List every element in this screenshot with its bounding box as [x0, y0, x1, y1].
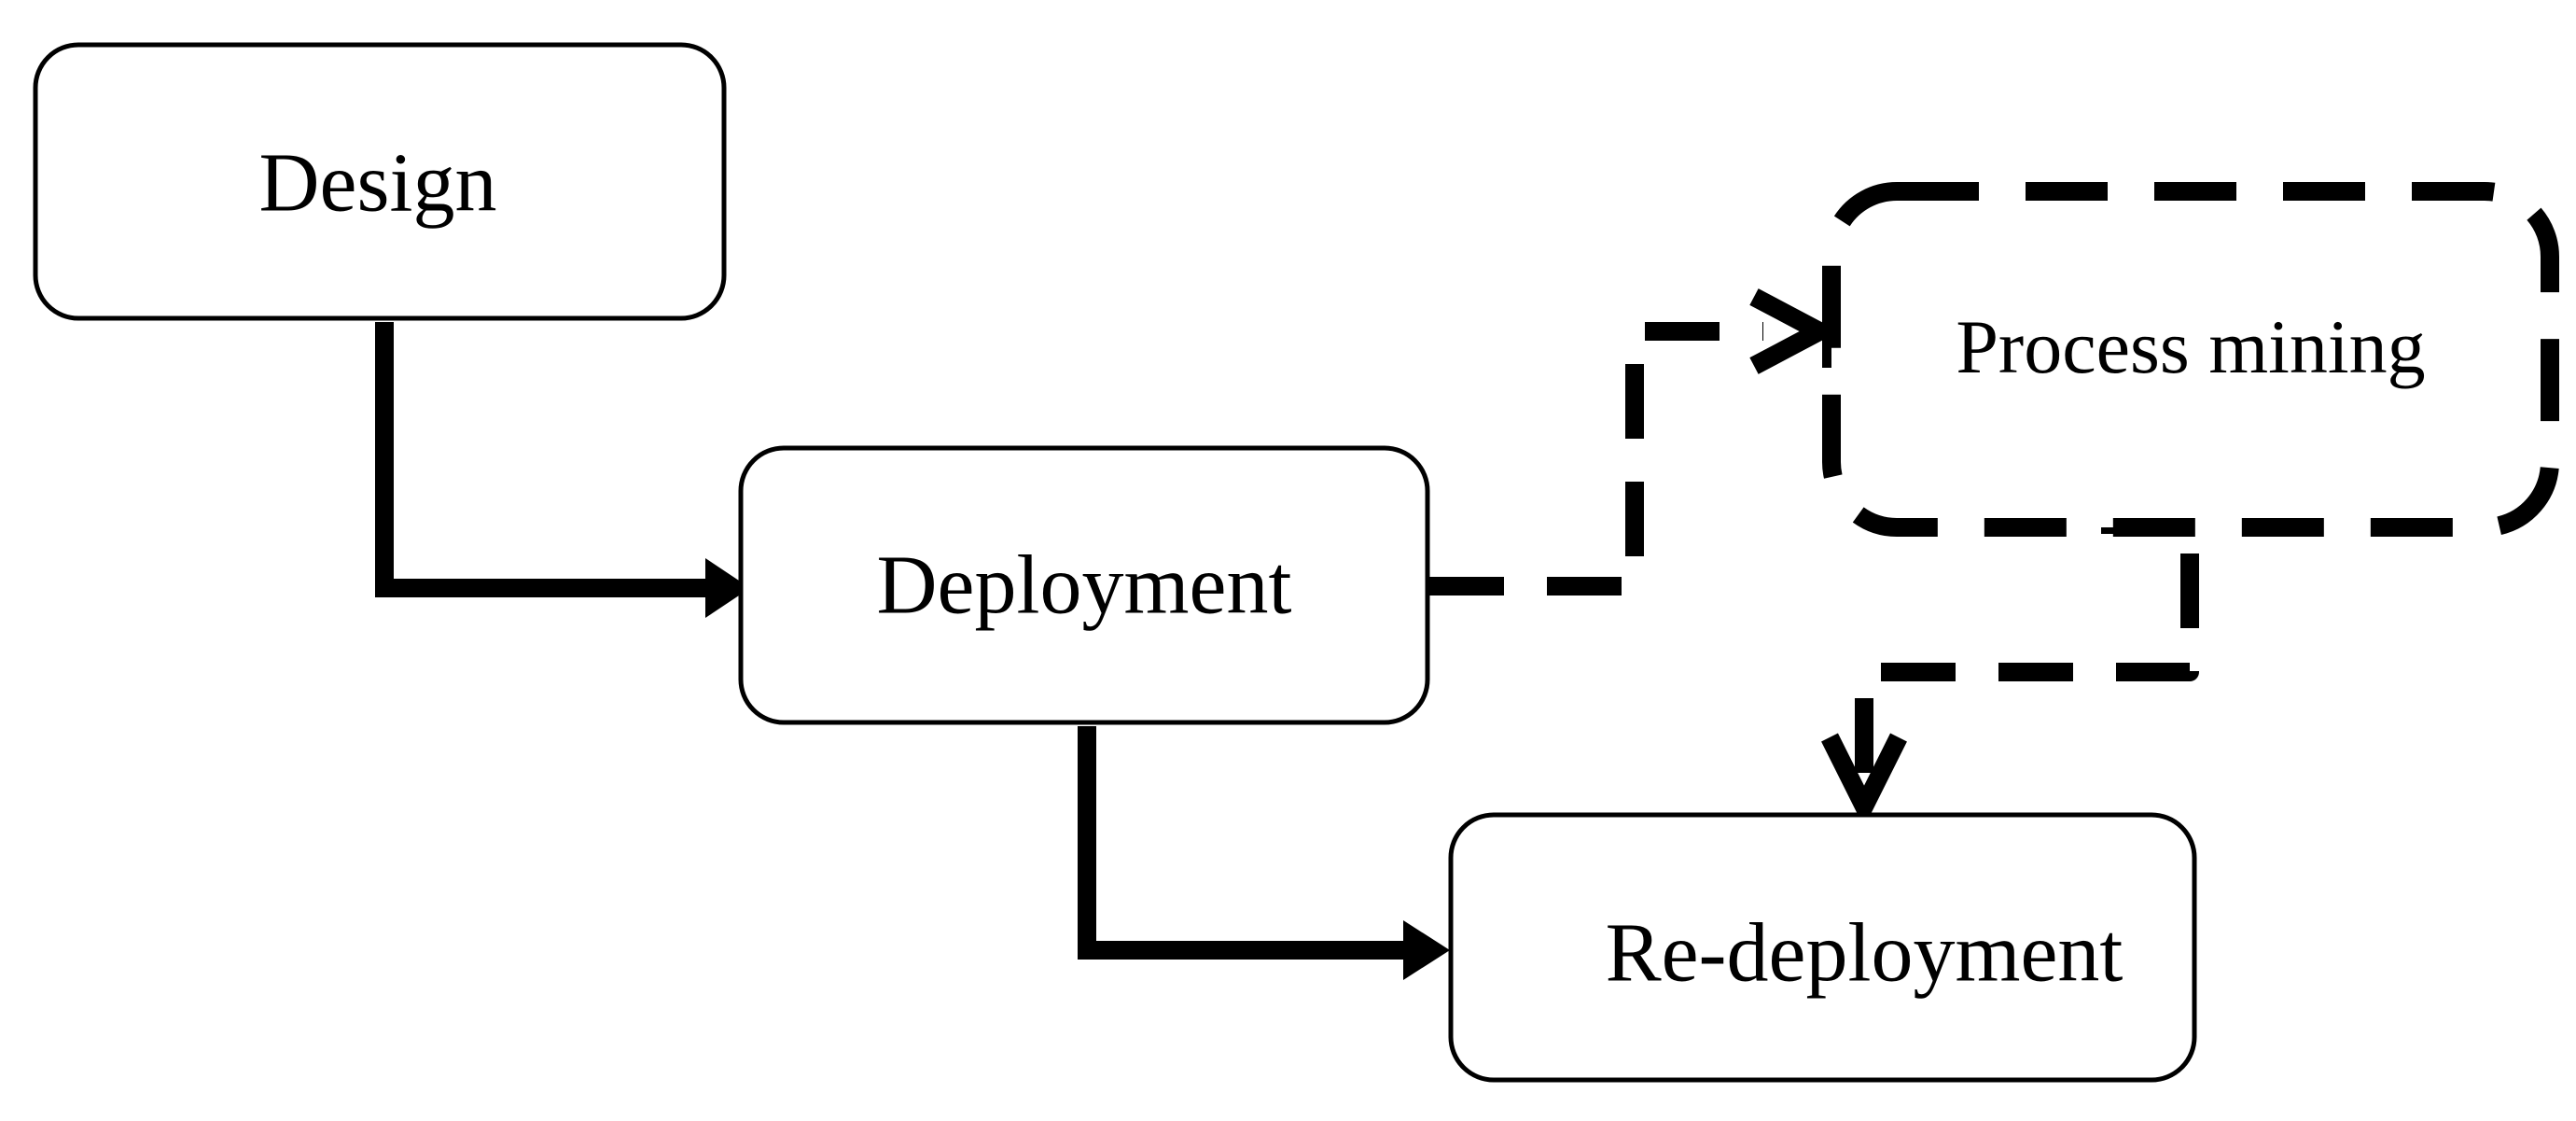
edge-deployment-to-redeployment [1078, 726, 1450, 980]
node-process-mining: Process mining [1822, 182, 2559, 537]
arrowhead-deployment-to-redeployment [1403, 920, 1450, 980]
node-design-box [33, 42, 727, 321]
arrowhead-process-mining-to-redeployment [1821, 733, 1907, 828]
arrowhead-deployment-to-process-mining [1749, 288, 1840, 374]
node-deployment-box [738, 445, 1430, 725]
node-design: Design [33, 42, 727, 321]
node-redeployment-label: Re-deployment [1606, 907, 2123, 1000]
node-redeployment-box [1448, 812, 2197, 1083]
node-process-mining-label: Process mining [1956, 304, 2425, 389]
node-deployment: Deployment [738, 445, 1430, 725]
node-redeployment: Re-deployment [1448, 812, 2197, 1083]
edge-deployment-to-process-mining [1429, 288, 1840, 596]
edge-design-to-deployment [375, 322, 750, 618]
edge-process-mining-to-redeployment [1821, 515, 2199, 828]
node-process-mining-box [1822, 182, 2559, 537]
node-design-label: Design [259, 137, 497, 230]
arrowhead-design-to-deployment [705, 558, 750, 618]
node-deployment-label: Deployment [877, 539, 1292, 632]
